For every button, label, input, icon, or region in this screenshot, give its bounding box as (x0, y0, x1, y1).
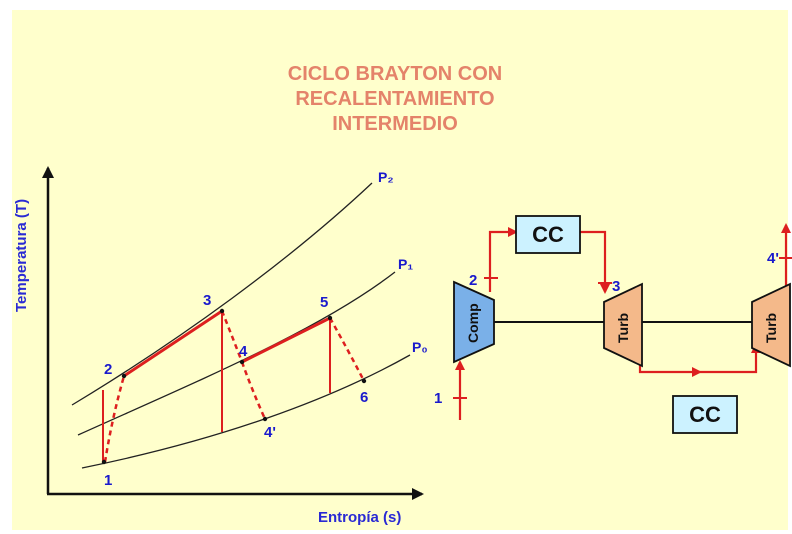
compressor: Comp (453, 280, 495, 364)
compressor-label: Comp (465, 303, 481, 343)
isobar-p1 (77, 271, 396, 436)
turbine-2-label: Turb (763, 313, 779, 343)
state-6-dot (361, 378, 367, 384)
combustor-1-label: CC (532, 222, 564, 247)
state-label-3: 3 (203, 292, 211, 309)
state-4-dot (239, 359, 245, 365)
process-4-4prime (240, 361, 267, 420)
turbine-1-label: Turb (615, 313, 631, 343)
isobar-p0 (81, 354, 411, 469)
title-line-2: RECALENTAMIENTO (295, 88, 495, 110)
diagram-title: CICLO BRAYTON CON RECALENTAMIENTO INTERM… (230, 62, 560, 137)
flow-cc1-to-turb1 (580, 230, 610, 294)
flow-turb1-to-turb2 (638, 355, 702, 377)
turbine-1: Turb (603, 282, 643, 368)
state-1-dot (101, 459, 107, 465)
brayton-schematic: CC CC Comp Turb Turb 1 2 3 4' (434, 215, 792, 434)
turbine-2: Turb (751, 282, 791, 368)
combustor-1: CC (515, 215, 581, 254)
state-label-2: 2 (104, 361, 112, 378)
state-label-1: 1 (104, 472, 112, 489)
process-4-5-reheat (241, 316, 331, 364)
combustor-2: CC (672, 395, 738, 434)
combustor-2-label: CC (689, 402, 721, 427)
process-5-6-actual (328, 317, 366, 382)
station-1-label: 1 (434, 390, 442, 407)
state-2-dot (121, 373, 127, 379)
flow-comp-to-cc1 (488, 227, 518, 292)
isobar-p0-label: P₀ (412, 339, 428, 355)
state-4prime-dot (262, 416, 268, 422)
state-label-4prime: 4' (264, 424, 276, 441)
state-3-dot (219, 308, 225, 314)
station-3-label: 3 (612, 278, 620, 295)
process-2-3-heat-addition (123, 309, 223, 378)
process-3-4-actual (220, 310, 244, 363)
diagram-panel (12, 10, 788, 530)
ts-diagram: Temperatura (T) Entropía (s) P₂ P₁ P₀ (13, 166, 428, 526)
flow-turb1-to-turb2-b (700, 343, 761, 374)
title-line-1: CICLO BRAYTON CON (287, 63, 503, 85)
title-line-3: INTERMEDIO (332, 113, 458, 135)
state-5-dot (327, 315, 333, 321)
state-label-4: 4 (239, 343, 248, 360)
station-4prime-label: 4' (767, 250, 779, 267)
y-axis-label: Temperatura (T) (13, 199, 30, 312)
state-label-6: 6 (360, 389, 368, 406)
isobar-p1-label: P₁ (398, 256, 413, 272)
x-axis-label: Entropía (s) (318, 509, 401, 526)
isobar-p2-label: P₂ (378, 169, 394, 185)
station-2-label: 2 (469, 272, 477, 289)
state-label-5: 5 (320, 294, 328, 311)
isobar-p2 (71, 182, 373, 406)
